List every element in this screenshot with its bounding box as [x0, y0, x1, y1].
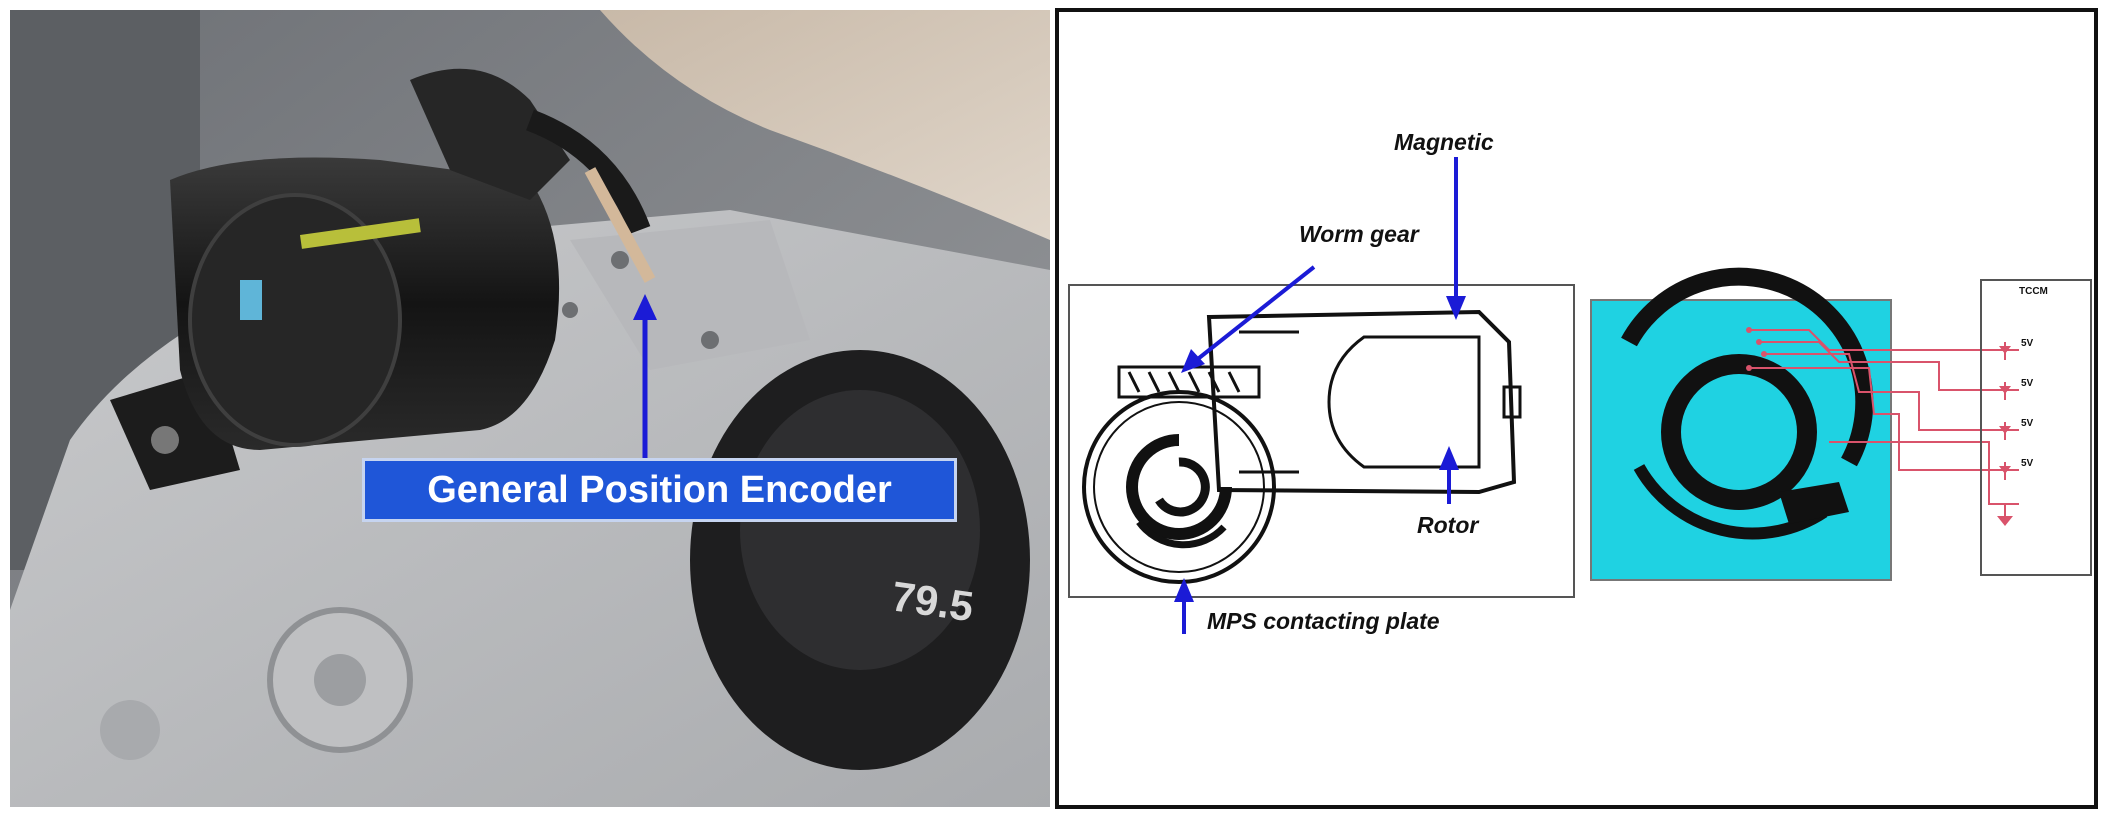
motor-housing [1206, 309, 1517, 495]
rotor-arrow [1439, 446, 1459, 504]
worm-gear-arrow [1181, 265, 1316, 373]
voltage-label-2: 5V [2021, 378, 2034, 389]
voltage-label-1: 5V [2021, 338, 2034, 349]
rotor-body [1327, 335, 1481, 469]
svg-text:79.5: 79.5 [889, 572, 976, 630]
photo-panel: 79.5 General Position Encoder [10, 10, 1050, 807]
sensor-track-inner [1661, 354, 1817, 510]
tccm-label: TCCM [2019, 286, 2048, 297]
transmission-photo: 79.5 [10, 10, 1050, 807]
mps-plate-housing [1082, 390, 1276, 584]
worm-gear-label: Worm gear [1299, 221, 1419, 247]
mps-plate-arrow [1174, 578, 1194, 634]
diagram-panel: Magnetic Worm gear Rotor MPS contacting … [1055, 8, 2098, 809]
rotor-label: Rotor [1417, 512, 1479, 538]
motor-assembly-frame [1068, 284, 1575, 598]
tccm-box [1980, 279, 2092, 576]
mps-contacting-plate-label: MPS contacting plate [1207, 608, 1440, 634]
tcm-schematic [1068, 157, 2092, 634]
sensor-track-outer [1621, 267, 1874, 467]
voltage-label-3: 5V [2021, 418, 2034, 429]
magnetic-arrow [1446, 157, 1466, 320]
worm-gear [1117, 365, 1261, 399]
magnetic-label: Magnetic [1394, 129, 1494, 155]
general-position-encoder-label: General Position Encoder [362, 458, 957, 522]
voltage-label-4: 5V [2021, 458, 2034, 469]
